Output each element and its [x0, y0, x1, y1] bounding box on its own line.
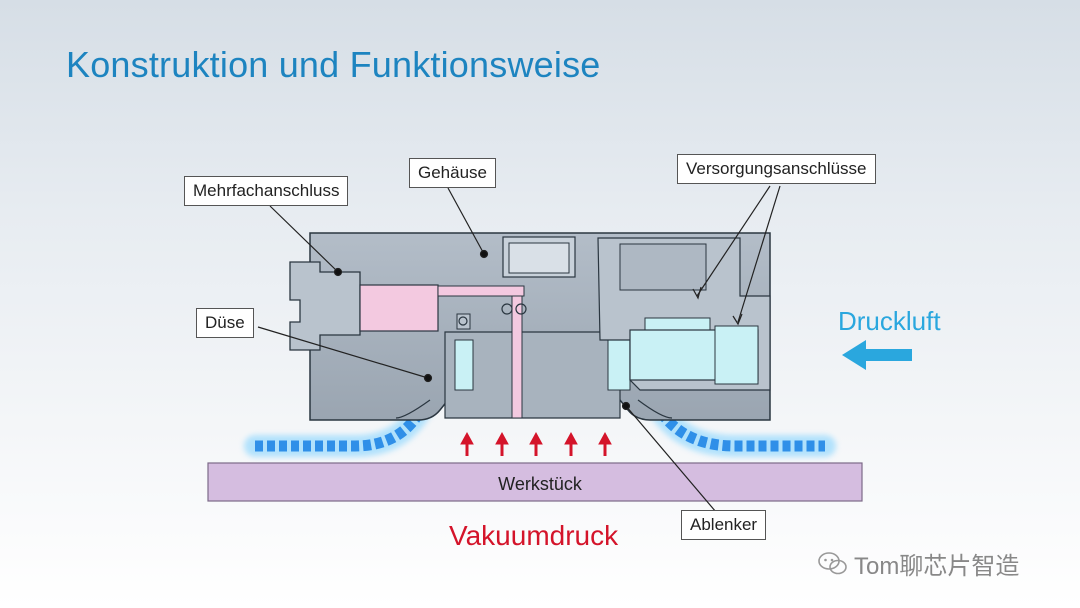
arrow-up-icon: [564, 431, 578, 456]
multiport-fitting: [289, 261, 361, 351]
label-versorgungsanschluesse: Versorgungsanschlüsse: [677, 154, 876, 184]
label-duese: Düse: [196, 308, 254, 338]
arrow-up-icon: [598, 431, 612, 456]
wechat-icon: [818, 551, 847, 574]
arrow-up-icon: [529, 431, 543, 456]
leader-lines: [257, 185, 781, 513]
vakuumdruck-label: Vakuumdruck: [449, 520, 619, 551]
arrow-left-icon: [842, 340, 912, 370]
workpiece: [207, 462, 863, 502]
label-mehrfachanschluss: Mehrfachanschluss: [184, 176, 349, 206]
watermark: Tom聊芯片智造: [818, 546, 1019, 581]
label-gehaeuse: Gehäuse: [409, 158, 496, 188]
druckluft-label: Druckluft: [838, 306, 941, 336]
nozzle-channel: [511, 295, 523, 419]
slide-title: Konstruktion und Funktionsweise: [66, 44, 601, 85]
vacuum-arrows: [460, 431, 612, 456]
vacuum-chamber: [444, 331, 621, 419]
arrow-up-icon: [460, 431, 474, 456]
watermark-text: Tom聊芯片智造: [854, 553, 1020, 580]
label-ablenker: Ablenker: [681, 510, 767, 540]
arrow-up-icon: [495, 431, 509, 456]
nozzle: [359, 284, 439, 332]
